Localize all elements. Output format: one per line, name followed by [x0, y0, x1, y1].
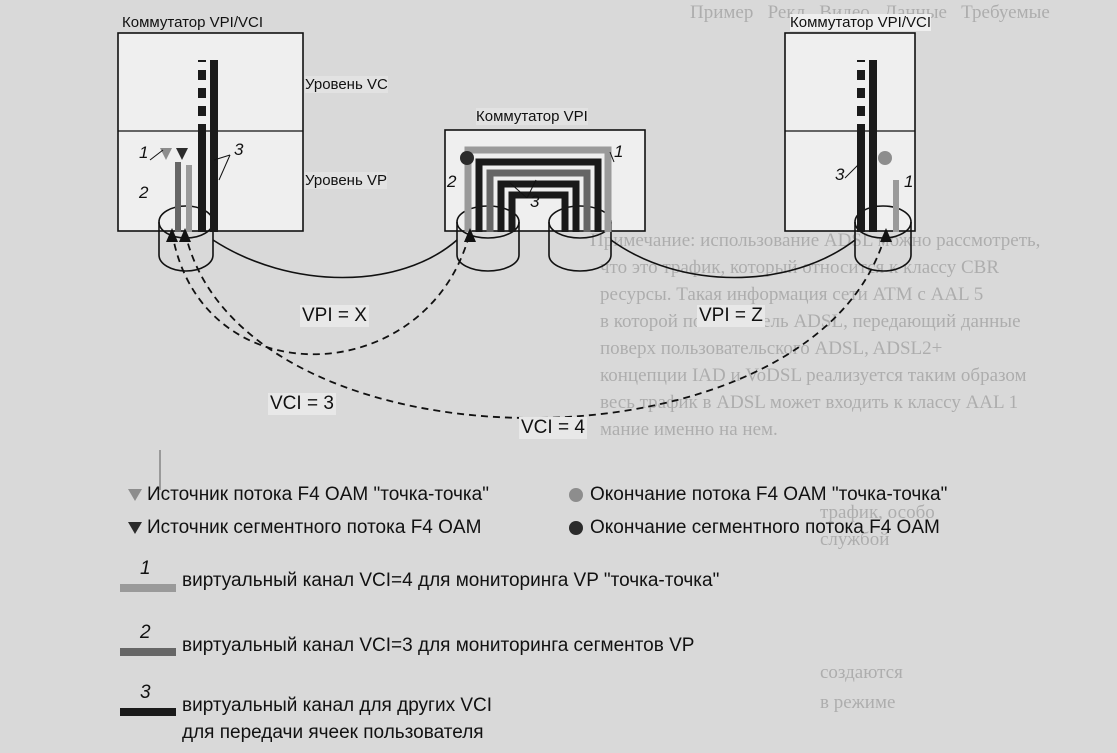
vci-4-label: VCI = 4 — [519, 417, 587, 439]
channel-3-left-a — [198, 60, 206, 232]
legend-ch3-text-2: для передачи ячеек пользователя — [182, 722, 484, 743]
leader-1-mid — [609, 151, 615, 163]
vci-3-label: VCI = 3 — [268, 393, 336, 415]
legend-ch3-text-1: виртуальный канал для других VCI — [182, 695, 493, 716]
f4-end-legend-icon — [569, 488, 583, 502]
pipe-mid-right — [548, 222, 612, 272]
switch-right-title: Коммутатор VPI/VCI — [790, 14, 931, 31]
channel-1-mid — [464, 146, 612, 232]
channel-1-left — [186, 165, 192, 232]
switch-mid-title: Коммутатор VPI — [476, 108, 588, 125]
legend-ch2-text: виртуальный канал VCI=3 для мониторинга … — [182, 635, 695, 656]
switch-left-title: Коммутатор VPI/VCI — [122, 14, 263, 31]
vpi-x-label: VPI = X — [300, 305, 369, 327]
label-num-3-right: 3 — [835, 165, 845, 184]
bg-text-line: трафик, особо — [820, 502, 935, 523]
segment-source-marker-left — [176, 148, 188, 160]
f4-source-legend-icon — [128, 489, 142, 501]
pipe-right — [854, 222, 912, 272]
f4-source-marker-left — [160, 148, 172, 160]
bg-text-line: мание именно на нем. — [600, 419, 778, 440]
bg-text-line: ресурсы. Такая информация сети ATM с AAL… — [600, 284, 984, 305]
legend-seg-source: Источник сегментного потока F4 OAM — [147, 517, 482, 538]
level-vc-label: Уровень VC — [305, 76, 388, 93]
label-num-3-left: 3 — [234, 140, 244, 159]
label-num-1-right: 1 — [904, 172, 914, 191]
level-vp-label: Уровень VP — [305, 172, 387, 189]
channel-3-mid-a — [475, 158, 602, 232]
label-num-2-left: 2 — [139, 183, 149, 202]
channel-1-right — [893, 180, 899, 232]
leader-3-right — [844, 164, 859, 179]
bg-text-line: весь трафик в ADSL может входить к класс… — [600, 392, 1019, 413]
channel-3-mid-c — [508, 191, 569, 232]
channel-1-swatch — [120, 584, 176, 592]
bg-text-line: службой — [820, 529, 890, 550]
channel-2-mid — [486, 169, 591, 232]
leader-1-left — [149, 149, 164, 161]
legend-seg-end: Окончание сегментного потока F4 OAM — [590, 517, 940, 538]
label-num-2-mid: 2 — [447, 172, 457, 191]
segment-source-legend-icon — [128, 522, 142, 534]
link-x — [212, 239, 458, 279]
legend-ch1-num: 1 — [140, 558, 151, 579]
channel-3-right-b — [869, 60, 877, 232]
channel-3-swatch — [120, 708, 176, 716]
channel-3-mid-b — [497, 180, 580, 232]
bg-text-line: в режиме — [820, 692, 896, 713]
label-num-1-mid: 1 — [614, 142, 624, 161]
f4-end-marker-right — [878, 151, 892, 165]
channel-3-right-a — [857, 60, 865, 232]
channel-2-left — [175, 162, 181, 232]
flow-vci-4 — [184, 231, 887, 419]
bg-text-line: Примечание: использование ADSL можно рас… — [590, 230, 1041, 251]
oam-flows — [171, 231, 887, 419]
legend-f4-end: Окончание потока F4 OAM "точка-точка" — [590, 484, 948, 505]
bg-text-line: создаются — [820, 662, 903, 683]
legend-ch2-num: 2 — [140, 622, 151, 643]
legend-ch1-text: виртуальный канал VCI=4 для мониторинга … — [182, 570, 720, 591]
channel-3-left-b — [210, 60, 218, 232]
channel-2-swatch — [120, 648, 176, 656]
vpi-z-label: VPI = Z — [697, 305, 765, 327]
label-num-3-mid: 3 — [530, 192, 540, 211]
pipe-mid-left — [456, 222, 520, 272]
pipe-left — [158, 222, 214, 272]
segment-end-marker-mid — [460, 151, 474, 165]
bg-text-line: концепции IAD и VoDSL реализуется таким … — [600, 365, 1027, 386]
segment-end-legend-icon — [569, 521, 583, 535]
bg-text-line: поверх пользовательского ADSL, ADSL2+ — [600, 338, 943, 359]
leader-3-mid — [509, 182, 528, 199]
bg-text-line: Пример Рекл Видео Данные Требуемые — [690, 2, 1050, 23]
leader-3-left — [213, 154, 231, 161]
flow-vci-3 — [171, 231, 471, 356]
link-z — [610, 239, 856, 279]
label-num-1-left: 1 — [139, 143, 149, 162]
legend-ch3-num: 3 — [140, 682, 151, 703]
legend-f4-source: Источник потока F4 OAM "точка-точка" — [147, 484, 489, 505]
